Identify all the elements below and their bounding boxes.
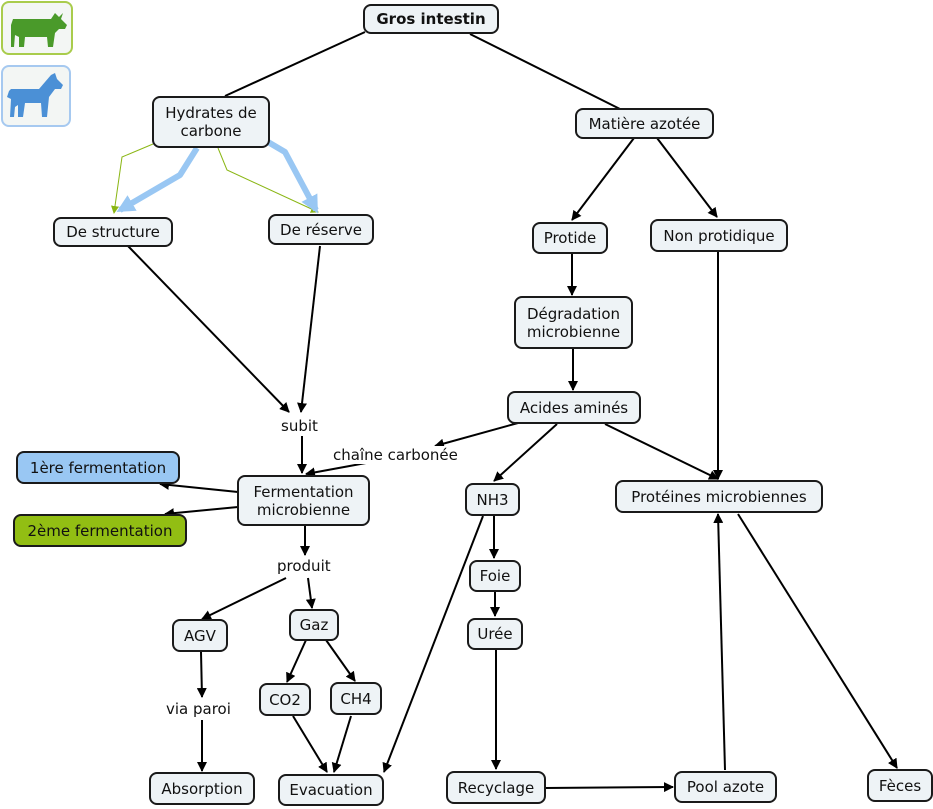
link-gros-hydrates <box>224 31 366 97</box>
linking-phrase-via-paroi[interactable]: via paroi <box>164 700 233 718</box>
linking-phrase-subit[interactable]: subit <box>279 417 320 435</box>
node-gros-intestin[interactable]: Gros intestin <box>363 4 499 34</box>
node-uree[interactable]: Urée <box>467 618 523 650</box>
node-de-structure[interactable]: De structure <box>53 217 173 247</box>
node-pool-azote[interactable]: Pool azote <box>674 771 777 803</box>
link-chaine-fermentation <box>305 462 367 478</box>
node-de-reserve[interactable]: De réserve <box>268 214 374 245</box>
link-produit-agv <box>201 577 287 620</box>
node-non-protidique[interactable]: Non protidique <box>650 219 788 252</box>
link-acides-chaine <box>434 422 519 449</box>
node-absorption[interactable]: Absorption <box>149 772 255 805</box>
node-gaz[interactable]: Gaz <box>289 609 339 641</box>
green-link-reserve <box>217 147 319 213</box>
link-matiere-nonprot <box>656 137 718 218</box>
node-degradation-microbienne[interactable]: Dégradation microbienne <box>514 296 633 349</box>
node-recyclage[interactable]: Recyclage <box>446 771 546 804</box>
link-acides-proteines <box>604 423 719 480</box>
node-fermentation-microbienne[interactable]: Fermentation microbienne <box>237 475 370 526</box>
cow-icon-box[interactable] <box>1 1 73 55</box>
cow-icon <box>11 13 67 47</box>
horse-icon <box>7 73 63 117</box>
node-matiere-azotee[interactable]: Matière azotée <box>575 108 714 139</box>
link-ch4-evacuation <box>331 715 352 773</box>
node-proteines-microbiennes[interactable]: Protéines microbiennes <box>615 480 823 513</box>
node-ch4[interactable]: CH4 <box>330 682 382 715</box>
node-hydrates-de-carbone[interactable]: Hydrates de carbone <box>152 96 270 148</box>
node-nh3[interactable]: NH3 <box>465 483 520 516</box>
horse-icon-box[interactable] <box>1 65 71 127</box>
linking-phrase-produit[interactable]: produit <box>275 557 333 575</box>
link-gros-matiere <box>469 33 621 110</box>
blue-link-reserve <box>266 139 319 214</box>
node-acides-amines[interactable]: Acides aminés <box>507 391 641 424</box>
node-protide[interactable]: Protide <box>532 222 608 254</box>
node-feces[interactable]: Fèces <box>867 769 933 802</box>
node-1ere-fermentation[interactable]: 1ère fermentation <box>16 451 180 484</box>
link-recyclage-pool <box>544 782 674 793</box>
node-evacuation[interactable]: Evacuation <box>278 774 384 806</box>
link-gaz-co2 <box>286 639 307 683</box>
link-reserve-subit <box>297 245 321 413</box>
green-link-structure <box>111 143 154 214</box>
link-pool-proteines <box>713 513 726 771</box>
link-co2-evacuation <box>292 715 328 773</box>
link-agv-viaparoi <box>196 651 207 698</box>
link-fermentation-1ere <box>159 479 239 493</box>
node-2eme-fermentation[interactable]: 2ème fermentation <box>13 514 187 547</box>
link-structure-subit <box>127 245 290 413</box>
link-proteines-feces <box>737 513 898 769</box>
node-co2[interactable]: CO2 <box>259 683 311 716</box>
link-gaz-ch4 <box>325 639 356 682</box>
link-nh3-evacuation <box>382 515 484 773</box>
node-agv[interactable]: AGV <box>172 619 228 652</box>
link-acides-nh3 <box>493 423 558 482</box>
node-foie[interactable]: Foie <box>469 560 521 592</box>
linking-phrase-chaine-carbonee[interactable]: chaîne carbonée <box>331 446 460 464</box>
link-matiere-protide <box>571 137 635 221</box>
link-produit-gaz <box>305 577 316 609</box>
link-fermentation-2eme <box>164 506 239 519</box>
blue-link-structure <box>116 146 200 213</box>
